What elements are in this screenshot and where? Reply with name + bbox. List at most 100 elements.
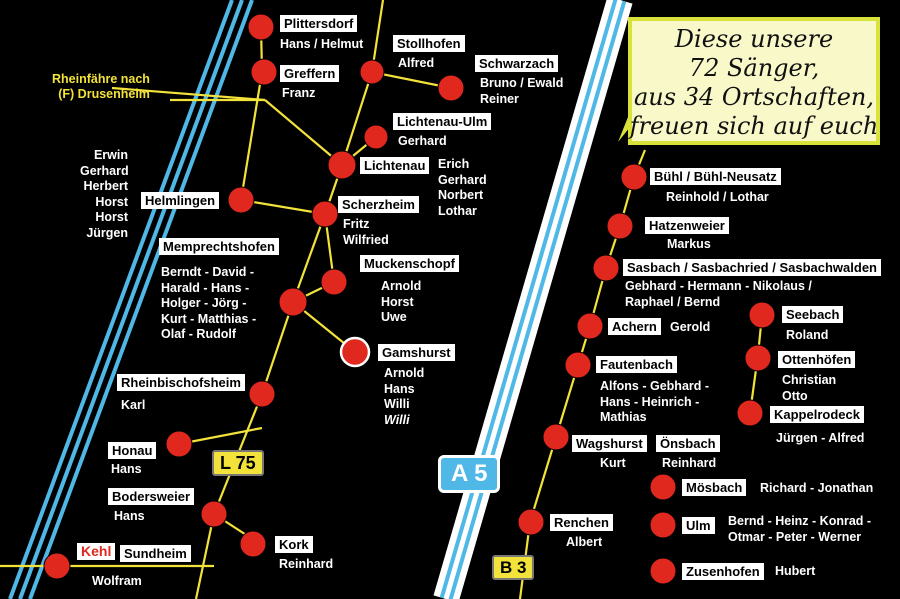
place-label-honau: Honau <box>108 442 157 459</box>
place-label-oensbach: Önsbach <box>656 435 720 452</box>
station-fautenbach <box>564 351 592 379</box>
singers-bodersweier: Hans <box>114 509 145 525</box>
singers-oensbach: Reinhard <box>662 456 716 472</box>
station-seebach <box>748 301 776 329</box>
station-wagshurst <box>542 423 570 451</box>
road-shield-a5: A 5 <box>438 455 501 493</box>
place-label-kappelrodeck: Kappelrodeck <box>770 406 864 423</box>
banner-box <box>628 17 880 145</box>
singer-name: Raphael / Bernd <box>625 294 721 309</box>
singer-name: Albert <box>566 535 603 549</box>
singers-sundheim: Wolfram <box>92 574 142 590</box>
singer-name: Olaf - Rudolf <box>161 327 236 341</box>
singers-scherzheim: Fritz Wilfried <box>343 217 389 248</box>
singers-gamshurst: Arnold Hans Willi Willi <box>384 366 424 428</box>
station-schwarzach <box>437 74 465 102</box>
singer-name: Fritz <box>343 217 370 231</box>
station-ulm <box>649 511 677 539</box>
singers-rheinbischofsheim: Karl <box>121 398 145 414</box>
greeting-banner: Diese unsere 72 Sänger, aus 34 Ortschaft… <box>616 17 880 145</box>
singer-name: Reinhold / Lothar <box>666 190 769 204</box>
singers-stollhofen: Alfred <box>398 56 434 72</box>
place-label-zusenhofen: Zusenhofen <box>682 563 764 580</box>
singer-name: Gebhard - Hermann - Nikolaus / <box>625 279 812 293</box>
station-honau <box>165 430 193 458</box>
station-ottenhoefen <box>744 344 772 372</box>
singers-ulm: Bernd - Heinz - Konrad - Otmar - Peter -… <box>728 514 871 545</box>
singer-name: Christian <box>782 373 837 387</box>
place-label-buehl: Bühl / Bühl-Neusatz <box>650 168 781 185</box>
banner-text: Diese unsere 72 Sänger, aus 34 Ortschaft… <box>628 25 880 141</box>
singers-honau: Hans <box>111 462 142 478</box>
singers-seebach: Roland <box>786 328 828 344</box>
singer-name: Alfred <box>398 56 435 70</box>
station-lichtenau-ulm <box>363 124 389 150</box>
singer-name: Jürgen <box>86 225 128 240</box>
station-sasbach <box>592 254 620 282</box>
station-moesbach <box>649 473 677 501</box>
singer-name: Gerhard <box>80 163 129 178</box>
singer-name: Hans <box>111 462 142 476</box>
place-label-scherzheim: Scherzheim <box>338 196 419 213</box>
station-sundheim <box>43 552 71 580</box>
singer-name: Wolfram <box>92 574 142 588</box>
singer-name: Otmar - Peter - Werner <box>728 529 862 544</box>
place-label-gamshurst: Gamshurst <box>378 344 455 361</box>
singer-name: Willi <box>384 397 410 411</box>
place-label-greffern: Greffern <box>280 65 340 82</box>
stations <box>43 13 776 585</box>
place-label-seebach: Seebach <box>782 306 844 323</box>
place-label-bodersweier: Bodersweier <box>108 488 195 505</box>
singer-name: Hans <box>114 509 145 523</box>
singers-sasbach: Gebhard - Hermann - Nikolaus / Raphael /… <box>625 279 812 310</box>
singer-name: Gerhard <box>438 172 487 187</box>
station-bodersweier <box>200 500 228 528</box>
singer-name: Horst <box>95 210 128 224</box>
singers-kork: Reinhard <box>279 557 333 573</box>
station-greffern <box>250 58 278 86</box>
place-label-moesbach: Mösbach <box>682 479 747 496</box>
place-label-sasbach: Sasbach / Sasbachried / Sasbachwalden <box>623 259 881 276</box>
banner-line: aus 34 Ortschaften, <box>633 83 874 111</box>
singers-lichtenau-ulm: Gerhard <box>398 134 447 150</box>
singer-name: Horst <box>95 194 128 209</box>
place-label-lichtenau-ulm: Lichtenau-Ulm <box>393 113 492 130</box>
singer-name: Gerhard <box>398 134 447 148</box>
ferry-line2: (F) Drusenheim <box>58 87 150 101</box>
singer-name: Arnold <box>384 366 425 380</box>
station-stollhofen <box>359 59 385 85</box>
singers-helmlingen: Erwin Gerhard Herbert Horst Horst Jürgen <box>80 148 129 241</box>
singer-name: Otto <box>782 388 808 403</box>
station-muckenschopf <box>320 268 348 296</box>
singer-name: Reinhard <box>662 456 717 470</box>
station-gamshurst <box>339 336 371 368</box>
place-label-plittersdorf: Plittersdorf <box>280 15 358 32</box>
autobahn-a5 <box>433 0 633 599</box>
singer-name: Wilfried <box>343 232 389 247</box>
station-kork <box>239 530 267 558</box>
singer-name: Lothar <box>438 203 477 218</box>
ferry-line1: Rheinfähre nach <box>52 72 150 86</box>
singer-name: Arnold <box>381 279 422 293</box>
place-label-fautenbach: Fautenbach <box>596 356 677 373</box>
station-renchen <box>517 508 545 536</box>
place-label-renchen: Renchen <box>550 514 613 531</box>
singers-lichtenau: Erich Gerhard Norbert Lothar <box>438 157 487 219</box>
singers-wagshurst: Kurt <box>600 456 626 472</box>
singer-name: Richard - Jonathan <box>760 481 874 495</box>
banner-line: freuen sich auf euch <box>629 112 879 140</box>
singer-name: Hans - Heinrich - <box>600 394 700 409</box>
singer-name: Hans <box>384 381 415 396</box>
singers-plittersdorf: Hans / Helmut <box>280 37 363 53</box>
singer-name: Berndt - David - <box>161 265 255 279</box>
singers-moesbach: Richard - Jonathan <box>760 481 873 497</box>
singers-buehl: Reinhold / Lothar <box>666 190 769 206</box>
singer-name: Reiner <box>480 91 519 106</box>
banner-line: 72 Sänger, <box>688 54 820 82</box>
banner-line: Diese unsere <box>674 25 834 53</box>
place-label-schwarzach: Schwarzach <box>475 55 559 72</box>
singers-kappelrodeck: Jürgen - Alfred <box>776 431 864 447</box>
station-hatzenweier <box>606 212 634 240</box>
singers-muckenschopf: Arnold Horst Uwe <box>381 279 421 326</box>
place-label-helmlingen: Helmlingen <box>141 192 220 209</box>
